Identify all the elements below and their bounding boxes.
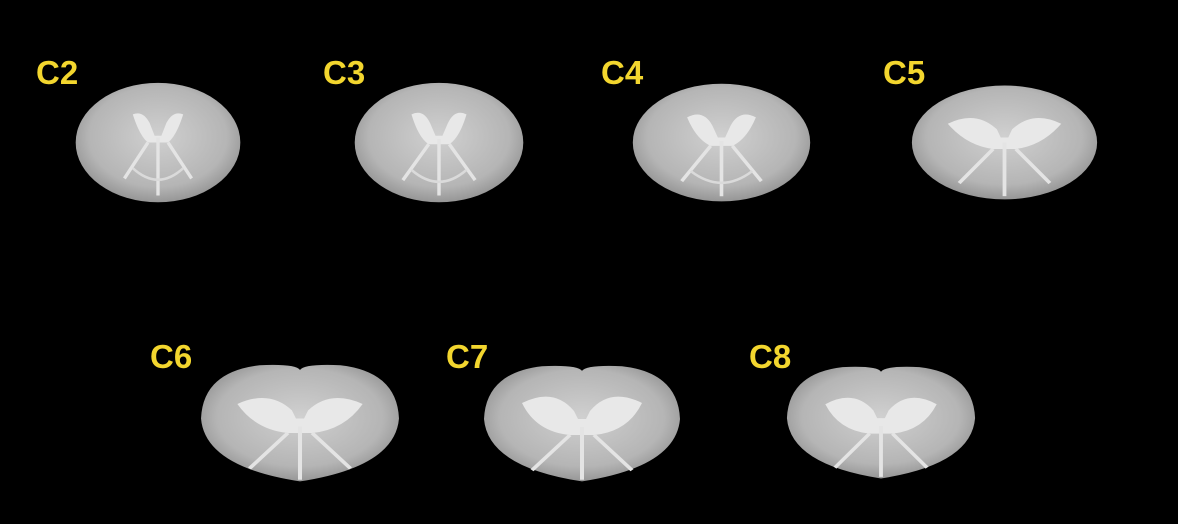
level-label-c2: C2: [36, 54, 79, 91]
section-image-c2: [74, 76, 242, 204]
section-image-c4: [631, 77, 812, 203]
level-label-c4: C4: [601, 54, 644, 91]
level-label-c8: C8: [749, 338, 792, 375]
section-image-c5: [910, 79, 1099, 201]
section-image-c3: [353, 76, 525, 204]
level-label-c6: C6: [150, 338, 193, 375]
level-label-c5: C5: [883, 54, 926, 91]
section-image-c7: [482, 363, 682, 483]
level-label-c7: C7: [446, 338, 489, 375]
section-image-c8: [785, 364, 977, 480]
section-image-c6: [199, 362, 401, 483]
level-label-c3: C3: [323, 54, 366, 91]
